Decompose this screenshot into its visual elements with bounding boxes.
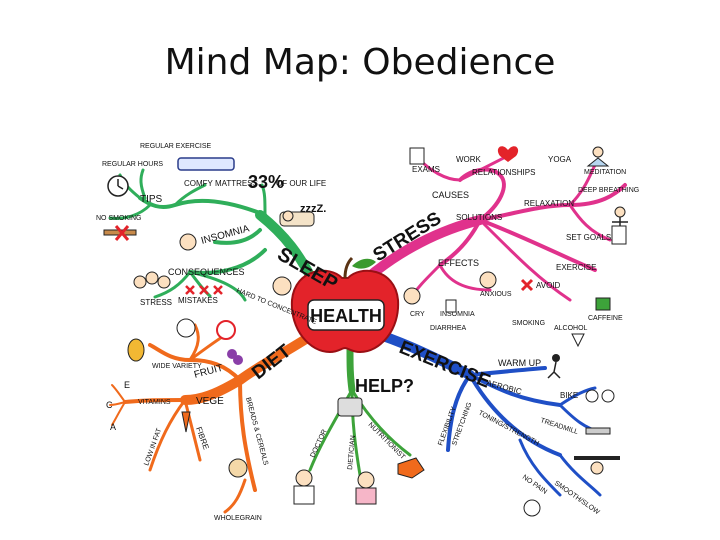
stress-meditation: MEDITATION	[584, 169, 626, 176]
broken-heart-icon	[497, 146, 519, 162]
stress-caffeine: CAFFEINE	[588, 315, 623, 322]
stress-insomnia: INSOMNIA	[440, 311, 475, 318]
slide-title: Mind Map: Obedience	[164, 42, 556, 83]
diet-wide-variety: WIDE VARIETY	[152, 363, 202, 370]
stress-smoking: SMOKING	[512, 320, 545, 327]
sleeping-person-icon	[279, 210, 315, 227]
sleep-regular-exercise: REGULAR EXERCISE	[140, 143, 212, 150]
fruit-grapes-icon	[227, 349, 243, 365]
insomnia-face-icon	[179, 233, 197, 251]
stress-anxious: ANXIOUS	[480, 291, 512, 298]
stressed-group-icon	[133, 271, 171, 289]
exercise-smooth-slow: SMOOTH/SLOW	[553, 480, 601, 517]
mattress-icon	[177, 157, 235, 171]
dietician-icon	[355, 471, 377, 505]
telephone-icon	[337, 397, 363, 417]
stress-effects: EFFECTS	[438, 258, 479, 268]
meditation-icon	[586, 146, 610, 167]
diet-wholegrain: WHOLEGRAIN	[214, 515, 262, 522]
no-sugar-icon	[216, 320, 236, 340]
stress-avoid: AVOID	[536, 281, 561, 290]
sleep-mistakes: MISTAKES	[178, 296, 218, 305]
stress-set-goals: SET GOALS	[566, 233, 611, 242]
sleep-consequences: CONSEQUENCES	[168, 267, 245, 277]
mistakes-cross-icon	[185, 285, 223, 295]
exercise-branch	[375, 330, 602, 497]
avoid-cross-icon	[520, 278, 534, 292]
stress-exercise: EXERCISE	[556, 263, 596, 272]
alcohol-glass-icon	[571, 333, 585, 348]
smiley-icon	[523, 499, 541, 517]
carrot-icon	[181, 411, 191, 433]
diet-vitamins: VITAMINS	[138, 399, 171, 406]
treadmill-icon	[585, 427, 611, 435]
exercise-warm-up: WARM UP	[498, 358, 541, 368]
stress-cry: CRY	[410, 311, 425, 318]
stress-yoga: YOGA	[548, 155, 572, 164]
exercise-treadmill: TREADMILL	[539, 417, 579, 436]
diet-branch	[109, 323, 325, 514]
diet-vit-a: A	[110, 422, 116, 432]
goals-clipboard-icon	[611, 225, 627, 245]
exercise-toning: TONING/STRENGTH	[477, 410, 540, 448]
stress-diarrhea: DIARRHEA	[430, 325, 467, 332]
clock-icon	[107, 175, 129, 197]
fruit-pineapple-icon	[127, 338, 145, 362]
sleep-stress: STRESS	[140, 298, 172, 307]
australia-map-icon	[397, 457, 425, 479]
runner-icon	[547, 354, 561, 379]
coffee-cup-icon	[595, 297, 611, 311]
stress-work: WORK	[456, 155, 482, 164]
exercise-bike: BIKE	[560, 391, 578, 400]
sleep-tips: TIPS	[140, 194, 163, 205]
crying-face-icon	[403, 287, 421, 305]
stress-solutions: SOLUTIONS	[456, 213, 502, 222]
sleep-no-smoking: NO SMOKING	[96, 215, 142, 222]
help-doctor: DOCTOR	[309, 428, 328, 458]
center-label: HEALTH	[310, 306, 382, 326]
toilet-icon	[445, 299, 457, 313]
sleep-stat-text: OF OUR LIFE	[276, 179, 326, 188]
stress-causes: CAUSES	[432, 190, 469, 200]
stress-relaxation: RELAXATION	[524, 199, 574, 208]
help-nutritionist: NUTRITIONIST	[367, 421, 407, 461]
bread-person-icon	[228, 458, 248, 478]
stress-deep-breathing: DEEP BREATHING	[578, 187, 639, 194]
sleep-stat-value: 33%	[248, 172, 284, 192]
bike-icon	[585, 389, 615, 403]
sleep-regular-hours: REGULAR HOURS	[102, 161, 163, 168]
stress-alcohol: ALCOHOL	[554, 325, 588, 332]
sleep-comfy-mattress: COMFY MATTRESS	[184, 179, 258, 188]
doctor-icon	[293, 469, 315, 505]
no-smoking-icon	[103, 225, 137, 241]
exams-icon	[409, 147, 425, 165]
weightlifter-icon	[574, 456, 620, 475]
concentrate-face-icon	[272, 276, 292, 296]
diet-vit-c: C	[106, 400, 113, 410]
anxious-face-icon	[479, 271, 497, 289]
clock-diet-icon	[176, 318, 196, 338]
breathing-person-icon	[612, 206, 628, 230]
diet-vege: VEGE	[196, 396, 224, 407]
stress-exams: EXAMS	[412, 165, 440, 174]
exercise-aerobic: AEROBIC	[485, 378, 522, 396]
diet-vit-e: E	[124, 380, 130, 390]
help-label: HELP?	[355, 376, 414, 396]
help-dietician: DIETICIAN	[347, 435, 357, 470]
stress-relationships: RELATIONSHIPS	[472, 168, 535, 177]
health-apple: HEALTH	[290, 256, 400, 354]
